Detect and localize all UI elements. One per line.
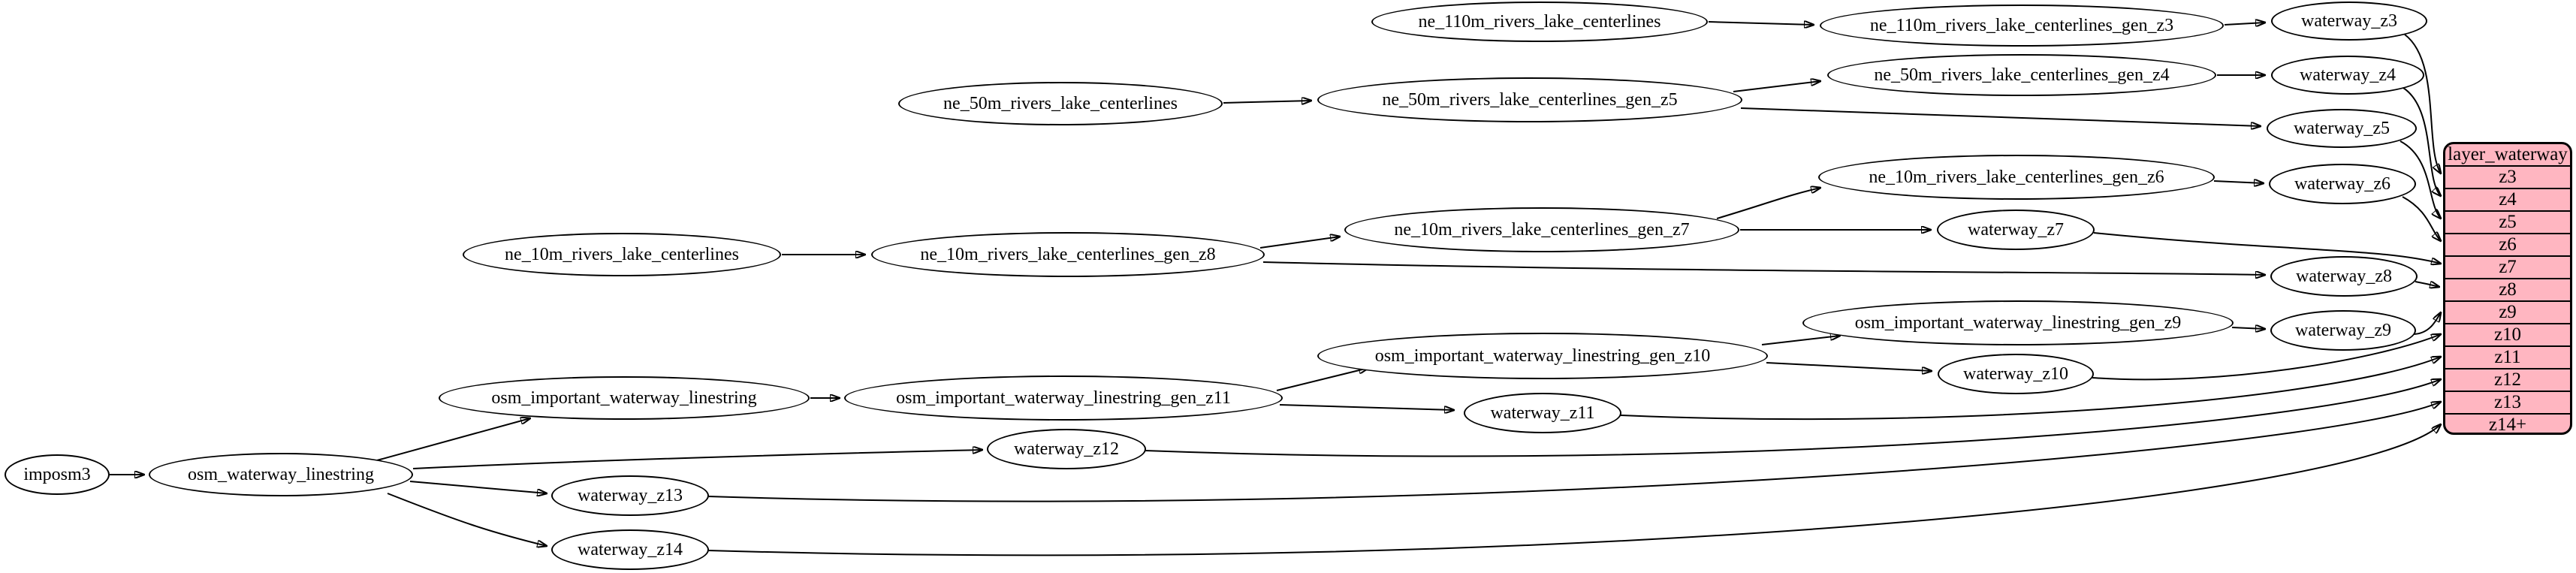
table-row-z9: z9 <box>2445 300 2570 323</box>
edge-gen_z10-to-waterway_z10 <box>1766 362 1932 371</box>
node-waterway_z8: waterway_z8 <box>2270 256 2418 297</box>
table-row-z3: z3 <box>2445 165 2570 188</box>
table-row-z11: z11 <box>2445 345 2570 368</box>
edge-waterway_z11-to-row-z11 <box>1620 357 2441 421</box>
edge-osm_waterway_linestring-to-waterway_z13 <box>409 481 547 493</box>
layer-waterway-table: layer_waterway z3 z4 z5 z6 z7 z8 z9 z10 … <box>2443 142 2572 435</box>
table-row-z8: z8 <box>2445 278 2570 300</box>
edge-gen_z7-to-gen_z6 <box>1716 188 1820 219</box>
node-waterway_z6: waterway_z6 <box>2269 164 2416 204</box>
edge-osm_waterway_linestring-to-waterway_z14 <box>387 493 547 546</box>
edge-gen_z9-to-waterway_z9 <box>2231 327 2265 329</box>
edge-ne_50m-to-gen_z5 <box>1223 101 1311 103</box>
node-waterway_z9: waterway_z9 <box>2270 310 2416 351</box>
table-row-z10: z10 <box>2445 323 2570 345</box>
table-row-z4: z4 <box>2445 188 2570 210</box>
node-waterway_z13: waterway_z13 <box>551 475 709 516</box>
node-waterway_z3: waterway_z3 <box>2271 2 2427 41</box>
edge-osm_waterway_linestring-to-waterway_z12 <box>412 450 982 469</box>
table-row-z12: z12 <box>2445 368 2570 391</box>
node-ne_10m_rivers_lake_centerlines: ne_10m_rivers_lake_centerlines <box>463 233 781 276</box>
edge-waterway_z12-to-row-z12 <box>1145 379 2441 457</box>
node-osm_important_waterway_linestring_gen_z10: osm_important_waterway_linestring_gen_z1… <box>1317 333 1768 379</box>
node-waterway_z5: waterway_z5 <box>2267 109 2417 148</box>
node-ne_10m_rivers_lake_centerlines_gen_z6: ne_10m_rivers_lake_centerlines_gen_z6 <box>1818 155 2215 200</box>
node-waterway_z14: waterway_z14 <box>551 529 709 570</box>
node-osm_important_waterway_linestring: osm_important_waterway_linestring <box>439 376 810 420</box>
node-ne_50m_rivers_lake_centerlines_gen_z4: ne_50m_rivers_lake_centerlines_gen_z4 <box>1827 54 2216 96</box>
edge-gen_z8-to-gen_z7 <box>1259 237 1340 249</box>
edge-gen_z11-to-gen_z10 <box>1276 368 1368 391</box>
edge-waterway_z9-to-row-z9 <box>2413 312 2441 335</box>
node-ne_50m_rivers_lake_centerlines: ne_50m_rivers_lake_centerlines <box>898 82 1223 125</box>
node-waterway_z7: waterway_z7 <box>1937 210 2095 250</box>
edge-gen_z3-to-waterway_z3 <box>2224 23 2265 25</box>
node-waterway_z4: waterway_z4 <box>2271 56 2424 95</box>
layer-waterway-table-header: layer_waterway <box>2448 144 2568 164</box>
edge-gen_z5-to-waterway_z5 <box>1740 107 2261 126</box>
edge-gen_z10-to-gen_z9 <box>1761 336 1840 345</box>
node-waterway_z12: waterway_z12 <box>987 429 1146 469</box>
node-waterway_z11: waterway_z11 <box>1464 393 1621 433</box>
edge-osm_waterway_linestring-to-osm_important_waterway_linestring <box>376 418 530 461</box>
node-ne_110m_rivers_lake_centerlines_gen_z3: ne_110m_rivers_lake_centerlines_gen_z3 <box>1820 5 2224 47</box>
table-row-z5: z5 <box>2445 210 2570 233</box>
edge-waterway_z8-to-row-z8 <box>2415 282 2439 287</box>
table-row-z7: z7 <box>2445 255 2570 278</box>
table-row-z6: z6 <box>2445 233 2570 255</box>
node-ne_10m_rivers_lake_centerlines_gen_z8: ne_10m_rivers_lake_centerlines_gen_z8 <box>871 232 1265 277</box>
node-waterway_z10: waterway_z10 <box>1938 354 2094 394</box>
edge-waterway_z6-to-row-z6 <box>2402 196 2441 241</box>
edge-gen_z5-to-gen_z4 <box>1733 81 1820 92</box>
node-ne_50m_rivers_lake_centerlines_gen_z5: ne_50m_rivers_lake_centerlines_gen_z5 <box>1317 77 1742 122</box>
edge-waterway_z4-to-row-z4 <box>2403 87 2441 196</box>
node-osm_waterway_linestring: osm_waterway_linestring <box>149 453 413 496</box>
edge-waterway_z5-to-row-z5 <box>2400 140 2441 219</box>
node-osm_important_waterway_linestring_gen_z9: osm_important_waterway_linestring_gen_z9 <box>1802 300 2234 345</box>
edge-gen_z6-to-waterway_z6 <box>2213 181 2264 183</box>
edge-waterway_z10-to-row-z10 <box>2092 334 2441 381</box>
edge-waterway_z14-to-row-z14 <box>707 424 2441 556</box>
edge-waterway_z7-to-row-z7 <box>2093 232 2441 264</box>
edge-gen_z11-to-waterway_z11 <box>1279 404 1454 410</box>
node-ne_10m_rivers_lake_centerlines_gen_z7: ne_10m_rivers_lake_centerlines_gen_z7 <box>1344 207 1739 252</box>
node-imposm3: imposm3 <box>5 454 110 495</box>
edge-gen_z8-to-waterway_z8 <box>1262 261 2265 275</box>
table-row-z13: z13 <box>2445 391 2570 413</box>
edge-waterway_z3-to-row-z3 <box>2404 34 2441 173</box>
edge-ne_110m-to-gen_z3 <box>1708 22 1814 25</box>
table-row-z14plus: z14+ <box>2445 413 2570 433</box>
node-ne_110m_rivers_lake_centerlines: ne_110m_rivers_lake_centerlines <box>1371 2 1708 42</box>
node-osm_important_waterway_linestring_gen_z11: osm_important_waterway_linestring_gen_z1… <box>844 375 1283 421</box>
edge-waterway_z13-to-row-z13 <box>707 402 2441 502</box>
